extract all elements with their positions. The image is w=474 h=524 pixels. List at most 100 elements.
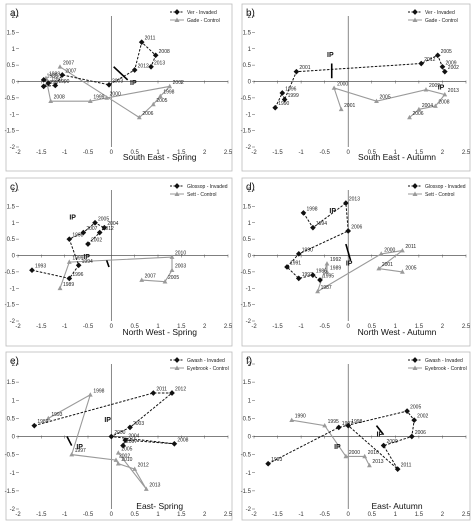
point-year-label: 1989 — [49, 72, 60, 78]
point-year-label: 2012 — [424, 57, 435, 63]
data-point — [362, 453, 368, 459]
legend-label: Eyebrook - Control — [187, 366, 229, 372]
panel-label: e) — [10, 356, 19, 367]
legend-marker — [412, 357, 418, 363]
legend-label: Glossop - Invaded — [425, 184, 466, 190]
x-tick-label: 1 — [394, 150, 398, 156]
y-tick-label: -1 — [10, 286, 16, 292]
y-tick-label: 1 — [248, 47, 252, 53]
x-tick-label: 0 — [110, 512, 114, 518]
x-tick-label: -1 — [62, 512, 68, 518]
point-year-label: 2006 — [412, 111, 423, 117]
y-tick-label: 0 — [12, 254, 16, 260]
invasion-point-label: IP — [376, 432, 383, 439]
data-point — [169, 267, 175, 272]
y-tick-label: -2 — [10, 319, 16, 325]
data-point — [113, 457, 119, 462]
x-tick-label: 2 — [441, 324, 445, 330]
data-point — [169, 390, 175, 396]
data-point — [45, 415, 51, 421]
point-year-label: 1998 — [72, 233, 83, 239]
invasion-point-label: IP — [327, 52, 334, 59]
x-tick-label: -1.5 — [36, 150, 47, 156]
x-tick-label: -2 — [251, 324, 257, 330]
point-year-label: 2000 — [384, 247, 395, 253]
point-year-label: 2009 — [429, 83, 440, 89]
y-tick-label: 1.5 — [7, 380, 16, 386]
y-tick-label: -0.5 — [241, 96, 252, 102]
point-year-label: 1998 — [163, 90, 174, 96]
y-tick-label: -1.5 — [5, 303, 16, 309]
point-year-label: 2002 — [91, 238, 102, 244]
panel-frame — [241, 3, 471, 172]
point-year-label: 1998 — [93, 388, 104, 394]
point-year-label: 2003 — [112, 78, 123, 84]
data-point — [378, 251, 384, 256]
point-year-label: 2007 — [86, 226, 97, 232]
point-year-label: 1997 — [75, 448, 86, 454]
invasion-point-bar — [113, 66, 129, 81]
point-year-label: 2008 — [438, 100, 449, 106]
legend-marker — [174, 9, 180, 15]
legend-label: Gwash - Invaded — [187, 358, 225, 364]
y-tick-label: 1.5 — [243, 380, 252, 386]
point-year-label: 1996 — [285, 86, 296, 92]
point-year-label: 1990 — [302, 247, 313, 253]
x-tick-label: -1.5 — [36, 324, 47, 330]
series-line — [48, 393, 147, 490]
data-point — [29, 267, 35, 274]
point-year-label: 2004 — [128, 434, 139, 440]
y-tick-label: -2 — [246, 145, 252, 151]
x-tick-label: -1.5 — [272, 324, 283, 330]
point-year-label: 2013 — [372, 459, 383, 465]
x-tick-label: 1 — [156, 324, 160, 330]
x-tick-label: 0.5 — [368, 150, 377, 156]
x-tick-label: 2 — [441, 512, 445, 518]
data-point — [80, 229, 87, 236]
data-point — [300, 210, 307, 216]
x-tick-label: 2 — [203, 324, 207, 330]
point-year-label: 2000 — [114, 430, 125, 436]
x-tick-label: 2.5 — [224, 512, 233, 518]
legend-marker — [174, 357, 180, 363]
legend-label: Gade - Control — [187, 18, 220, 24]
x-tick-label: -1 — [298, 512, 304, 518]
invasion-point-label: IP — [130, 80, 137, 87]
data-point — [48, 98, 54, 103]
invasion-point-bar — [66, 436, 73, 446]
x-tick-label: 0.5 — [130, 324, 139, 330]
data-point — [148, 63, 154, 70]
point-year-label: 2001 — [344, 103, 355, 109]
x-tick-label: -1 — [298, 324, 304, 330]
panel-label: b) — [246, 8, 255, 19]
data-point — [57, 64, 63, 69]
point-year-label: 2005 — [410, 405, 421, 411]
panel-frame — [241, 351, 471, 521]
data-point — [418, 60, 425, 67]
data-point — [139, 277, 145, 282]
x-tick-label: 0.5 — [368, 512, 377, 518]
panel-caption: North West - Spring — [122, 327, 197, 337]
point-year-label: 2007 — [126, 439, 137, 445]
point-year-label: 2012 — [175, 387, 186, 393]
data-point — [108, 433, 115, 440]
panel-caption: East- Autumn — [372, 501, 423, 511]
point-year-label: 2004 — [107, 221, 118, 227]
x-tick-label: -1 — [298, 150, 304, 156]
data-point — [324, 261, 330, 266]
y-tick-label: 2 — [12, 188, 16, 194]
x-tick-label: 0.5 — [130, 150, 139, 156]
data-point — [40, 77, 47, 83]
y-tick-label: 0 — [248, 80, 252, 86]
y-tick-label: 1.5 — [7, 204, 16, 210]
legend-label: Ver - Invaded — [187, 10, 217, 16]
data-point — [343, 200, 349, 206]
x-tick-label: 2.5 — [462, 324, 471, 330]
point-year-label: 2006 — [415, 430, 426, 436]
data-point — [335, 424, 342, 431]
x-tick-label: 2.5 — [462, 512, 471, 518]
point-year-label: 2005 — [168, 275, 179, 281]
data-point — [439, 63, 446, 70]
data-point — [407, 114, 412, 120]
